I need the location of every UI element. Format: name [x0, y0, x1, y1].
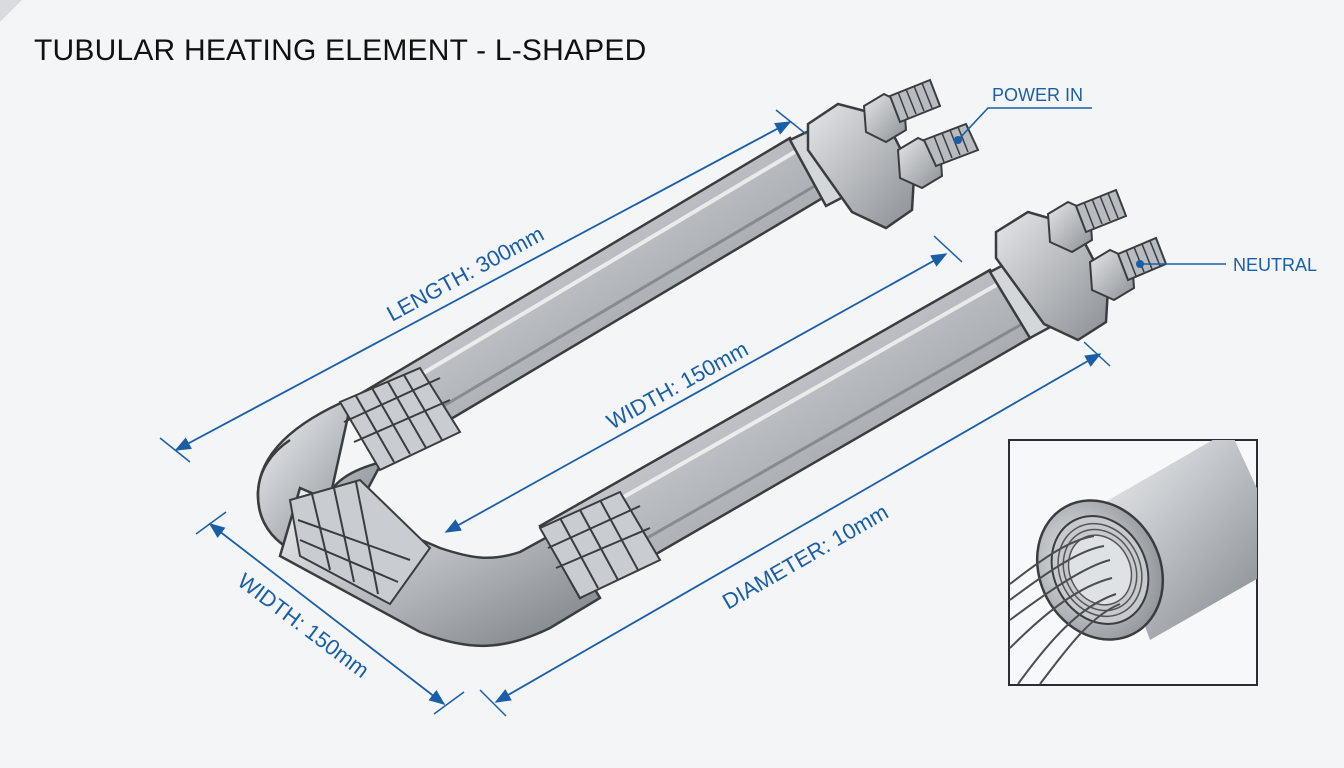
terminal-lower-2: [1088, 236, 1168, 302]
dimension-length: LENGTH: 300mm: [159, 109, 807, 463]
terminal-upper-2: [896, 122, 980, 190]
dimension-diameter-label: DIAMETER: 10mm: [718, 499, 892, 614]
corner-mark: [0, 0, 22, 22]
callout-power-in-label: POWER IN: [992, 85, 1083, 105]
page-title: TUBULAR HEATING ELEMENT - L-SHAPED: [34, 34, 647, 67]
terminal-lower-1: [1046, 188, 1128, 254]
callout-neutral: NEUTRAL: [1136, 255, 1317, 275]
terminal-upper-1: [862, 78, 942, 144]
callout-neutral-label: NEUTRAL: [1233, 255, 1317, 275]
callout-power-in: POWER IN: [954, 85, 1092, 144]
inset-cross-section: [1008, 439, 1258, 686]
